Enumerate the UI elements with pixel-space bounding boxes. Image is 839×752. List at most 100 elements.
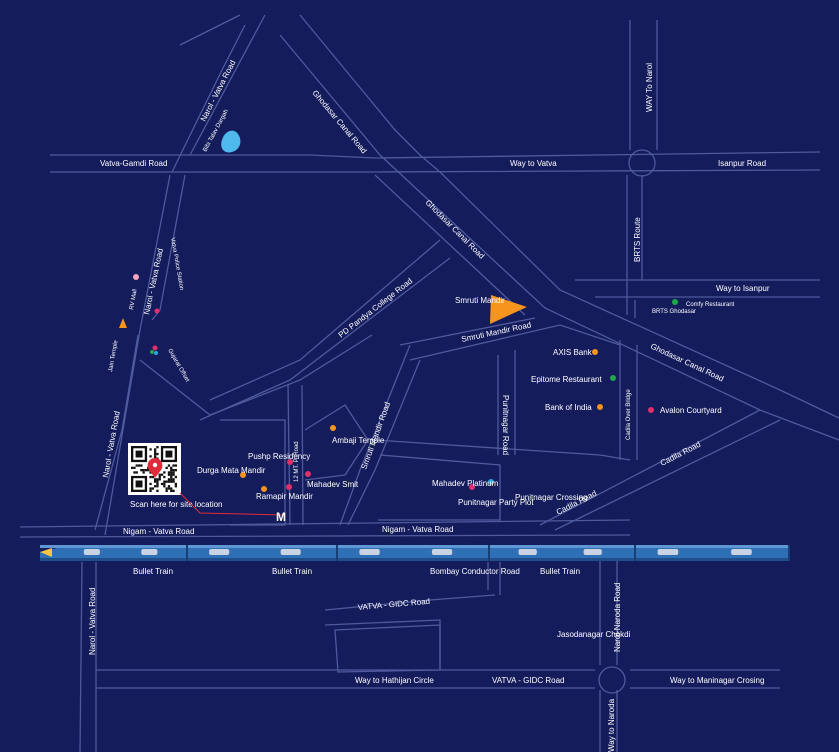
train-window bbox=[431, 549, 453, 555]
place-label-smruti-mandir: Smruti Mandir bbox=[455, 296, 505, 305]
qr-module bbox=[174, 482, 177, 486]
road-label-vatva-gamdi: Vatva-Gamdi Road bbox=[100, 159, 167, 168]
qr-module bbox=[170, 466, 173, 469]
bank-of-india-dot bbox=[597, 404, 603, 410]
qr-module bbox=[167, 485, 171, 488]
qr-module bbox=[154, 448, 157, 451]
qr-module bbox=[170, 471, 173, 474]
qr-module bbox=[140, 469, 143, 472]
ghodasar-canal-line bbox=[279, 34, 839, 441]
train-window bbox=[731, 549, 752, 555]
train-label-2: Bullet Train bbox=[272, 567, 312, 576]
qr-module bbox=[163, 485, 166, 488]
place-label-brts-ghodasar: BRTS Ghodasar bbox=[652, 309, 696, 315]
qr-module bbox=[156, 480, 159, 483]
road-label-bombay-conductor: Bombay Conductor Road bbox=[430, 567, 520, 576]
qr-module bbox=[163, 480, 166, 483]
qr-module bbox=[133, 466, 136, 469]
gujarat-offset-dot-2 bbox=[150, 350, 154, 354]
road-label-vatva-gidc-2: VATVA - GIDC Road bbox=[492, 676, 564, 685]
place-label-avalon: Avalon Courtyard bbox=[660, 406, 722, 415]
qr-module bbox=[165, 466, 168, 469]
qr-module bbox=[170, 473, 173, 476]
gujarat-offset-road bbox=[139, 334, 373, 416]
qr-module bbox=[151, 475, 154, 479]
qr-module bbox=[174, 485, 177, 488]
road-label-nigam-vatva-1: Nigam - Vatva Road bbox=[123, 527, 194, 536]
qr-module bbox=[160, 482, 164, 486]
road-label-way-to-hathijan: Way to Hathijan Circle bbox=[355, 676, 434, 685]
road-label-punitnagar: Punitnagar Road bbox=[501, 395, 510, 455]
road-label-bombay-conductor: Bombay Conductor Road bbox=[430, 567, 520, 576]
train-window bbox=[141, 549, 158, 555]
qr-module bbox=[147, 469, 150, 472]
place-label-mahadev-smit: Mahadev Smit bbox=[307, 480, 359, 489]
place-label-comfy: Comfy Restaurant bbox=[686, 302, 735, 308]
twelve-mt-line-2 bbox=[301, 384, 304, 526]
qr-module bbox=[165, 489, 168, 492]
qr-module bbox=[156, 485, 159, 488]
qr-module bbox=[154, 452, 157, 456]
mahadev-box bbox=[378, 454, 501, 521]
narol-vatva-top-line-3 bbox=[171, 24, 246, 173]
qr-module bbox=[133, 471, 136, 474]
nigam-vatva-line-2 bbox=[19, 534, 631, 538]
ambaji-box bbox=[304, 404, 369, 481]
qr-module bbox=[158, 473, 161, 476]
qr-module bbox=[167, 471, 171, 474]
qr-finder-pattern bbox=[135, 450, 143, 458]
qr-module bbox=[149, 455, 152, 458]
qr-code-block[interactable]: Scan here for site location bbox=[128, 443, 223, 509]
train-label-3: Bullet Train bbox=[540, 567, 580, 576]
qr-module bbox=[172, 469, 175, 472]
qr-module bbox=[163, 482, 166, 486]
train-window bbox=[359, 549, 380, 555]
qr-module bbox=[172, 473, 175, 476]
place-label-bank-of-india: Bank of India bbox=[545, 403, 592, 412]
qr-module bbox=[158, 478, 161, 481]
qr-module bbox=[156, 446, 159, 449]
qr-module bbox=[149, 482, 152, 486]
road-network bbox=[19, 14, 839, 752]
qr-module bbox=[156, 482, 159, 486]
qr-code-modules bbox=[131, 446, 177, 492]
smruti-mandir-road-line-2 bbox=[409, 324, 621, 361]
train-top-highlight bbox=[40, 545, 790, 548]
poi-markers bbox=[119, 274, 678, 492]
qr-module bbox=[174, 475, 177, 479]
place-labels: Bibi Talav Dargah RV Mall Vatva Police S… bbox=[108, 109, 735, 639]
qr-module bbox=[174, 469, 177, 472]
smruti-mandir-road-diag-line-2 bbox=[347, 359, 421, 526]
cadila-road-line-2 bbox=[554, 419, 781, 531]
narol-vatva-left-line-2 bbox=[151, 174, 186, 321]
place-label-punitnagar-party-plot: Punitnagar Party Plot bbox=[458, 498, 534, 507]
qr-module bbox=[167, 487, 171, 490]
train-window bbox=[209, 549, 230, 555]
mahadev-smit-dot bbox=[305, 471, 311, 477]
road-label-brts-route: BRTS Route bbox=[633, 217, 642, 262]
vatva-gidc-line bbox=[324, 594, 496, 611]
pushp-residency-dot bbox=[287, 459, 293, 465]
place-label-jain-temple: Jain Temple bbox=[108, 339, 120, 372]
road-label-narol-naroda: Narol-Naroda Road bbox=[613, 583, 622, 652]
qr-module bbox=[149, 448, 152, 451]
qr-module bbox=[131, 466, 134, 469]
narol-vatva-left-line-3 bbox=[94, 334, 139, 531]
mahadev-platinum-dot bbox=[469, 484, 475, 490]
vatva-gamdi-road-line-2 bbox=[50, 169, 821, 173]
road-label-12-mt: 12 MT. P. Road bbox=[294, 441, 300, 482]
qr-module bbox=[149, 475, 152, 479]
road-label-way-to-vatva: Way to Vatva bbox=[510, 159, 557, 168]
qr-module bbox=[140, 464, 143, 467]
ghodasar-canal-line-3 bbox=[374, 174, 526, 316]
qr-module bbox=[156, 478, 159, 481]
punitnagar-party-plot-dot bbox=[488, 479, 494, 485]
narol-vatva-left-line bbox=[104, 174, 171, 536]
rv-mall-dot bbox=[133, 274, 139, 280]
train-window bbox=[280, 549, 301, 555]
pushp-dot-2 bbox=[286, 484, 292, 490]
hathijan-circle bbox=[598, 666, 626, 694]
train-window bbox=[657, 549, 679, 555]
site-m-marker-icon: M bbox=[276, 510, 286, 524]
